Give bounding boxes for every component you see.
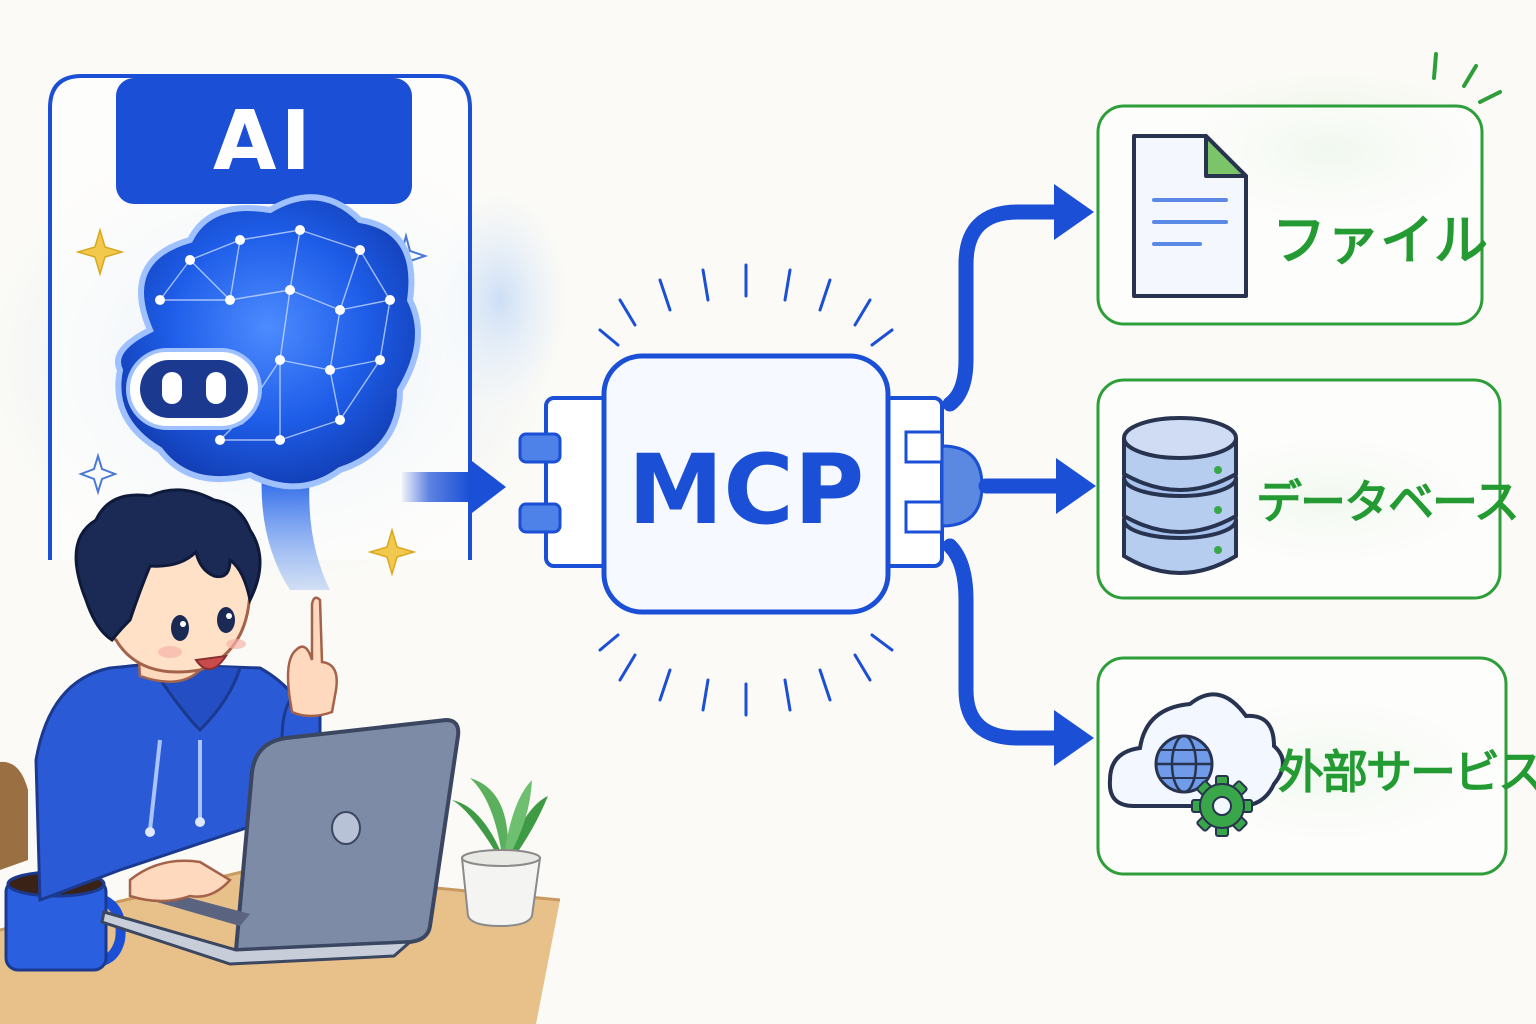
ai-brain-icon bbox=[115, 194, 421, 590]
sparkle-icon bbox=[75, 227, 417, 577]
laptop-icon bbox=[100, 717, 461, 966]
arrow-to-service bbox=[1054, 710, 1094, 766]
arrows-mcp-to-destinations bbox=[942, 204, 1070, 746]
accent-lines bbox=[1432, 52, 1502, 104]
ai-title-badge bbox=[116, 78, 412, 204]
mcp-glow-lines bbox=[598, 263, 894, 717]
person-with-laptop-illustration bbox=[0, 488, 561, 1024]
destination-label-file: ファイル bbox=[1272, 209, 1488, 272]
database-icon bbox=[1122, 416, 1238, 575]
ai-title: AI bbox=[213, 93, 315, 189]
arrow-to-file bbox=[1054, 184, 1094, 240]
mcp-connector-icon bbox=[518, 353, 984, 615]
potted-plant-icon bbox=[452, 778, 548, 928]
arrow-to-database bbox=[1056, 458, 1096, 514]
destination-label-database: データベース bbox=[1256, 475, 1520, 529]
arrow-ai-to-mcp bbox=[402, 458, 506, 516]
destination-label-external-service: 外部サービス bbox=[1278, 745, 1536, 799]
cloud-globe-gear-icon bbox=[1107, 692, 1285, 837]
mcp-label: MCP bbox=[627, 434, 865, 546]
document-icon bbox=[1132, 134, 1248, 298]
gear-icon bbox=[1191, 775, 1253, 837]
